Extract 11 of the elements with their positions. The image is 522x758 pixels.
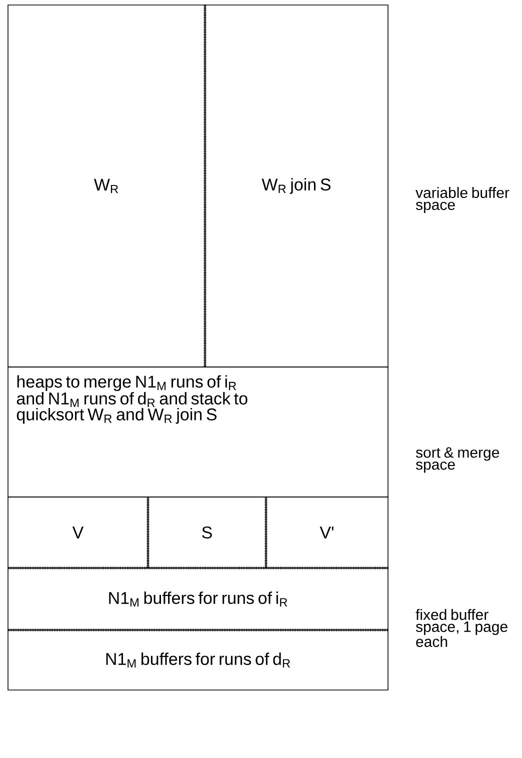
memory-region: W$_{R}$ join S — [204, 4, 388, 368]
memory-region: W$_{R}$ — [8, 4, 206, 368]
memory-region: V' — [266, 496, 388, 568]
memory-region: heaps to merge N1$_{M}$ runs of i$_{R}$ and N1$_{M}$ runs of d$_{R}$ and stack to quicksort W$_{R}$ and W$_{R}$ join S — [8, 366, 388, 498]
memory-region: V — [8, 496, 148, 568]
region-label: variable buffer space — [416, 187, 510, 213]
memory-region: N1$_{M}$ buffers for runs of i$_{R}$ — [8, 568, 388, 630]
memory-region: N1$_{M}$ buffers for runs of d$_{R}$ — [8, 630, 388, 690]
region-label: sort & merge space — [416, 447, 500, 473]
memory-region: S — [148, 496, 266, 568]
region-label: fixed buffer space, 1 page each — [416, 609, 508, 647]
